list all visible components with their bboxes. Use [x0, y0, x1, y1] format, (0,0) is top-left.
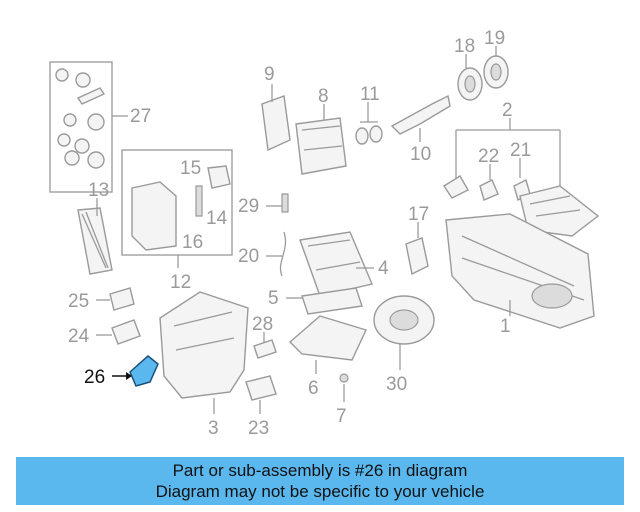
part-3-housing[interactable] — [159, 291, 249, 414]
part-7[interactable] — [339, 373, 349, 402]
callout-5[interactable]: 5 — [268, 288, 279, 309]
part-22[interactable] — [479, 164, 499, 201]
part-11[interactable] — [355, 102, 383, 145]
callout-21[interactable]: 21 — [510, 140, 531, 161]
callout-3[interactable]: 3 — [208, 418, 219, 439]
callout-19[interactable]: 19 — [484, 28, 505, 49]
part-2-assembly[interactable] — [443, 175, 600, 237]
callout-8[interactable]: 8 — [318, 86, 329, 107]
part-24[interactable] — [96, 319, 141, 345]
callout-17[interactable]: 17 — [408, 204, 429, 225]
callout-27[interactable]: 27 — [130, 106, 151, 127]
callout-2[interactable]: 2 — [502, 100, 513, 121]
callout-9[interactable]: 9 — [264, 64, 275, 85]
callout-11[interactable]: 11 — [360, 84, 380, 105]
part-1-unit[interactable] — [445, 213, 595, 329]
callout-28[interactable]: 28 — [252, 314, 273, 335]
part-29[interactable] — [266, 193, 289, 213]
banner-line-1: Part or sub-assembly is #26 in diagram — [172, 461, 468, 480]
part-20[interactable] — [266, 231, 287, 277]
callout-7[interactable]: 7 — [336, 406, 347, 427]
part-19[interactable] — [483, 46, 509, 89]
parts-diagram: 27 13 15 14 16 12 25 24 26 3 — [49, 28, 600, 439]
part-27-group[interactable] — [49, 61, 128, 193]
part-2-bracket[interactable] — [455, 118, 561, 188]
part-4-evaporator[interactable] — [299, 231, 374, 297]
callout-26[interactable]: 26 — [84, 367, 105, 388]
callout-29[interactable]: 29 — [238, 196, 259, 217]
banner-line-2: Diagram may not be specific to your vehi… — [155, 482, 485, 501]
callout-10[interactable]: 10 — [410, 144, 431, 165]
callout-13[interactable]: 13 — [88, 180, 109, 201]
part-28[interactable] — [253, 332, 277, 359]
part-25[interactable] — [96, 287, 135, 311]
callout-30[interactable]: 30 — [386, 374, 407, 395]
part-5[interactable] — [286, 287, 363, 315]
callout-14[interactable]: 14 — [206, 208, 228, 229]
callout-6[interactable]: 6 — [308, 378, 319, 399]
part-13-filter[interactable] — [77, 198, 113, 275]
callout-15[interactable]: 15 — [180, 158, 201, 179]
callout-1[interactable]: 1 — [500, 316, 511, 337]
part-30-blower-motor[interactable] — [373, 295, 435, 370]
callout-18[interactable]: 18 — [454, 36, 475, 57]
info-banner: Part or sub-assembly is #26 in diagram D… — [16, 457, 624, 505]
part-17[interactable] — [405, 222, 429, 276]
part-12-group[interactable] — [121, 149, 233, 268]
part-23[interactable] — [245, 375, 277, 414]
callout-25[interactable]: 25 — [68, 291, 89, 312]
callout-22[interactable]: 22 — [478, 146, 499, 167]
part-10-pipe[interactable] — [390, 94, 451, 142]
part-8-heater-core[interactable] — [295, 104, 347, 175]
callout-16[interactable]: 16 — [182, 232, 203, 253]
part-6-tray[interactable] — [288, 315, 367, 374]
callout-23[interactable]: 23 — [248, 418, 269, 439]
part-18[interactable] — [457, 54, 483, 101]
callout-20[interactable]: 20 — [238, 246, 259, 267]
part-26-highlighted[interactable] — [112, 355, 159, 387]
callout-24[interactable]: 24 — [68, 326, 90, 347]
callout-12[interactable]: 12 — [170, 272, 191, 293]
part-9[interactable] — [261, 84, 291, 152]
callout-4[interactable]: 4 — [378, 258, 389, 279]
